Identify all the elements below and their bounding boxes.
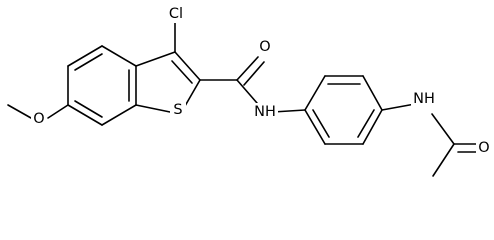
bond-s-c7a [135, 104, 171, 113]
bond-benz-2 [67, 45, 103, 67]
bond-methyl-o [7, 104, 32, 119]
atom-label-o-carbonyl: O [259, 39, 270, 55]
atom-cl: Cl [163, 5, 189, 23]
bond-c3-c2 [174, 51, 201, 81]
bond-ring-nh2 [381, 103, 416, 111]
atom-label-s: S [173, 102, 182, 118]
bond-ccarbonyl-n [236, 79, 258, 104]
bond-benz-3 [101, 45, 137, 67]
bond-benz-5 [101, 104, 137, 126]
atom-nh-acetamide: NH [411, 90, 437, 108]
bond-carbonyl-o-1 [236, 56, 259, 81]
atom-label-o-methoxy: O [33, 111, 44, 127]
atom-labels: Cl O S NH NH O O [31, 5, 492, 157]
molecule-structure: Cl O S NH NH O O [7, 5, 492, 177]
bond-ring2-4 [362, 109, 383, 145]
bond-carbonyl-o-2 [243, 61, 265, 86]
atom-o-methoxy: O [31, 110, 47, 128]
atom-s: S [170, 101, 186, 119]
atom-label-nh-acetamide: NH [413, 91, 435, 107]
atom-label-cl: Cl [169, 6, 183, 22]
atom-nh-amide: NH [252, 103, 278, 121]
bond-ring2-inner-2 [357, 109, 375, 138]
bond-ring2-3 [362, 75, 383, 111]
bond-ring2-1 [304, 75, 326, 111]
bond-c2-s [184, 79, 201, 107]
bond-c3-c2-double [171, 60, 193, 84]
bond-c3a-c3 [135, 51, 176, 67]
atom-o-carbonyl-amide: O [257, 38, 273, 56]
bond-benz-inner-3 [74, 100, 103, 118]
bond-n-ring [272, 109, 306, 113]
bond-ring2-6 [304, 109, 326, 145]
atom-label-nh-amide: NH [254, 104, 276, 120]
bond-acetyl-methyl [432, 143, 455, 177]
atom-label-o-acetyl: O [478, 140, 489, 156]
bonds [7, 21, 477, 177]
bond-benz-inner-1 [74, 53, 103, 71]
bond-o-aryl [47, 104, 69, 119]
bond-benz-6 [67, 104, 103, 126]
bond-nh2-cacetyl [431, 113, 455, 145]
bond-ring2-inner-3 [312, 109, 330, 138]
atom-o-carbonyl-acetyl: O [476, 139, 492, 157]
